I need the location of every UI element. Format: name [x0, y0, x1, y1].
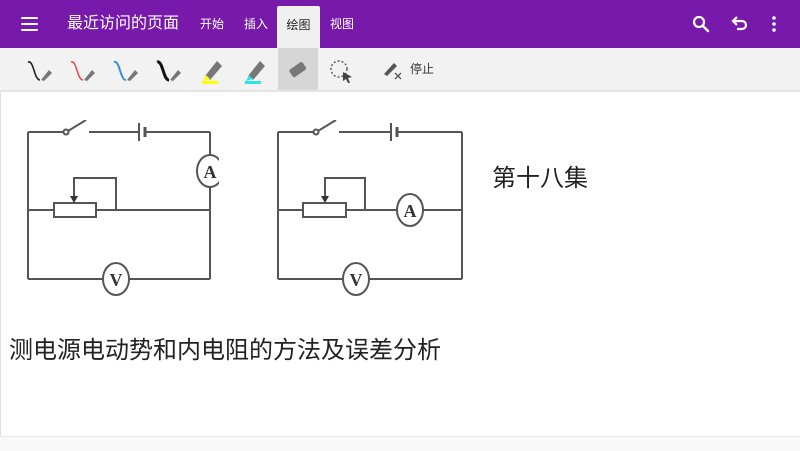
ammeter-label: A	[204, 162, 217, 182]
pen-black-icon	[27, 61, 52, 81]
lasso-select-tool[interactable]	[321, 50, 361, 90]
episode-heading: 第十八集	[492, 164, 588, 192]
stop-label: 停止	[410, 62, 435, 76]
page-title: 最近访问的页面	[67, 13, 180, 32]
pen-black-thick-tool[interactable]	[148, 50, 188, 90]
drawing-toolbar: 停止	[0, 48, 800, 92]
highlighter-cyan-icon	[245, 61, 265, 84]
tab-draw[interactable]: 绘图	[277, 6, 320, 48]
highlighter-cyan-tool[interactable]	[235, 50, 275, 90]
app-bar: 最近访问的页面 开始 插入 绘图 视图	[0, 0, 800, 48]
eraser-icon	[289, 62, 307, 78]
highlighter-yellow-icon	[202, 61, 222, 84]
hamburger-menu-icon[interactable]	[18, 12, 42, 36]
pen-blue-tool[interactable]	[105, 50, 145, 90]
pen-red-tool[interactable]	[62, 50, 102, 90]
ammeter-label: A	[404, 201, 417, 221]
circuit-diagram-right: A V	[277, 120, 463, 296]
more-vert-icon[interactable]	[762, 12, 786, 36]
lasso-icon	[330, 60, 352, 83]
pen-thick-icon	[156, 60, 181, 82]
tab-insert[interactable]: 插入	[243, 17, 268, 31]
pen-black-tool[interactable]	[19, 50, 59, 90]
search-icon[interactable]	[689, 12, 713, 36]
bottom-edge	[0, 436, 800, 451]
undo-icon[interactable]	[728, 12, 752, 36]
subject-heading: 测电源电动势和内电阻的方法及误差分析	[9, 336, 441, 364]
eraser-tool[interactable]	[278, 48, 318, 90]
tab-view[interactable]: 视图	[329, 17, 354, 31]
note-canvas[interactable]: A V A V	[0, 92, 800, 436]
pen-stop-icon	[384, 63, 402, 80]
highlighter-yellow-tool[interactable]	[192, 50, 232, 90]
voltmeter-label: V	[350, 270, 363, 290]
tab-home[interactable]: 开始	[199, 17, 224, 31]
pen-red-icon	[70, 61, 95, 81]
circuit-diagram-left: A V	[27, 120, 219, 296]
voltmeter-label: V	[110, 270, 123, 290]
pen-blue-icon	[113, 60, 138, 81]
stop-drawing-button[interactable]: 停止	[380, 56, 434, 82]
